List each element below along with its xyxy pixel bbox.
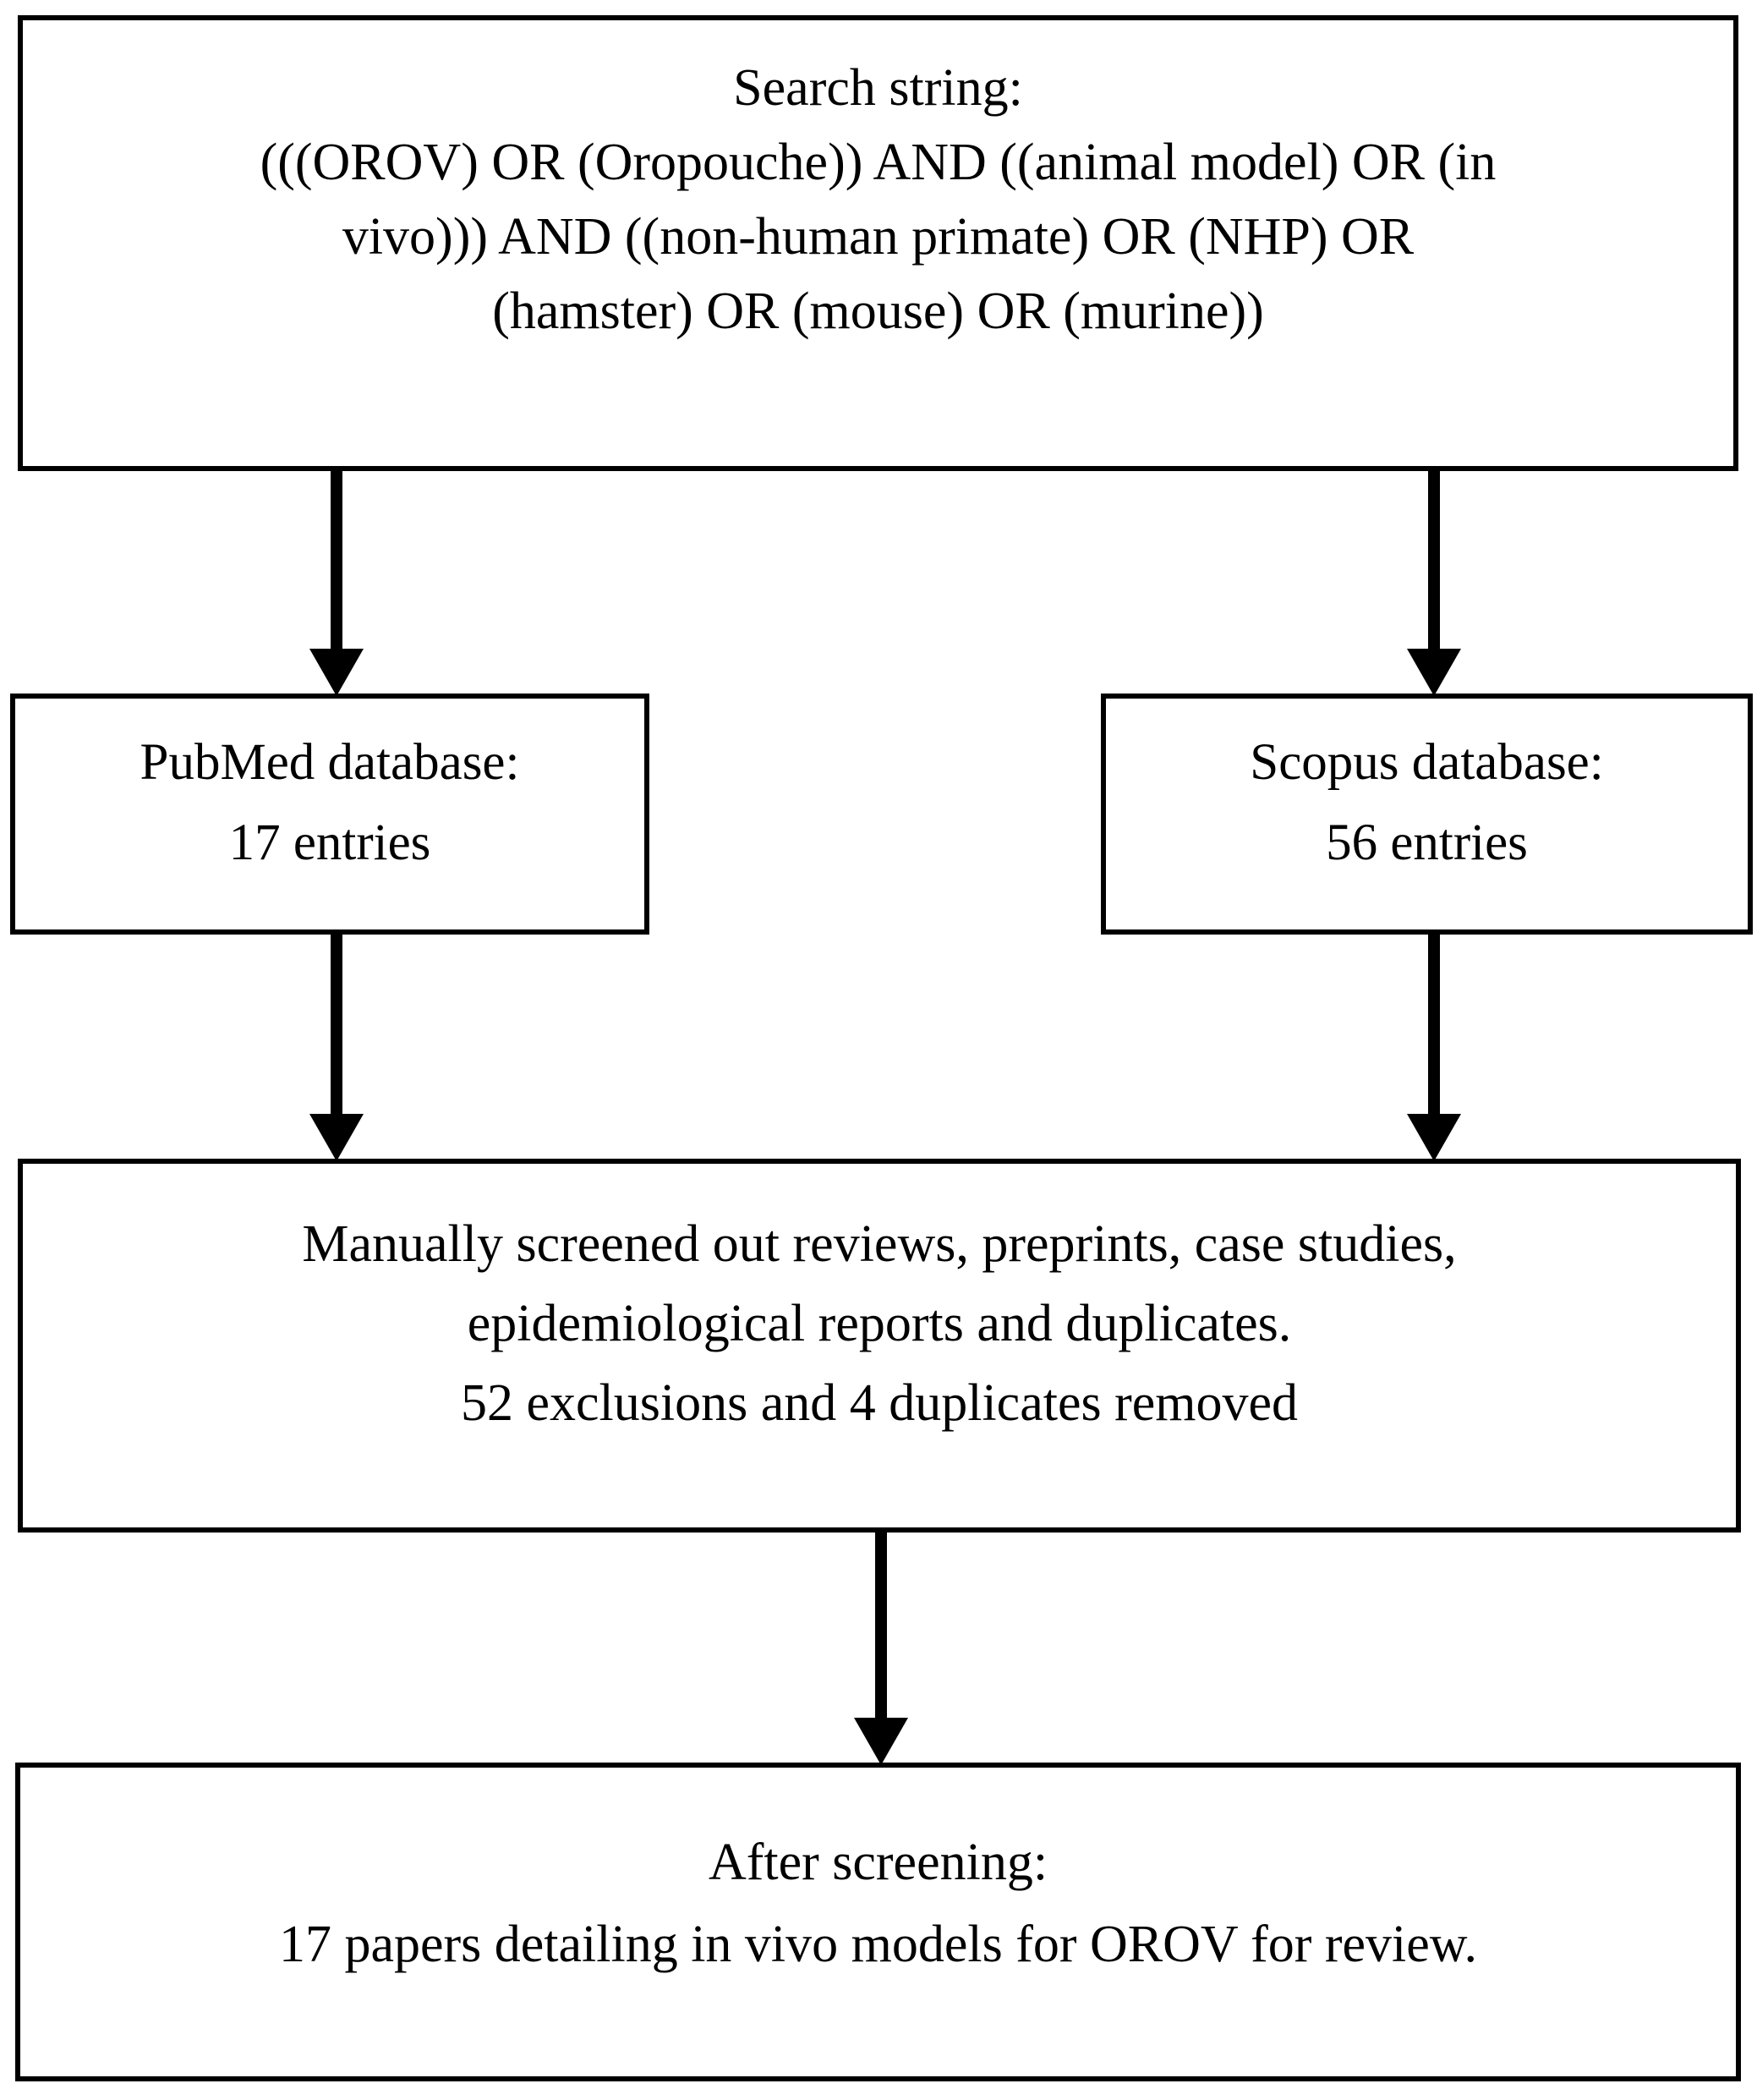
arrow-scopus-to-screening [1400, 935, 1468, 1161]
scopus-entry-count: 56 entries [1326, 814, 1528, 871]
arrow-pubmed-to-screening [303, 935, 370, 1161]
arrow-shaft [331, 935, 342, 1116]
search-string-box: Search string: (((OROV) OR (Oropouche)) … [18, 15, 1738, 471]
search-string-line-3: vivo))) AND ((non-human primate) OR (NHP… [342, 208, 1415, 266]
arrow-shaft [1428, 935, 1440, 1116]
search-string-line-4: (hamster) OR (mouse) OR (murine)) [492, 282, 1264, 341]
pubmed-label: PubMed database: [140, 733, 520, 791]
screening-exclusions-line: 52 exclusions and 4 duplicates removed [460, 1374, 1299, 1433]
scopus-label: Scopus database: [1250, 733, 1604, 791]
arrow-search-to-scopus [1400, 471, 1468, 696]
search-string-line-2: (((OROV) OR (Oropouche)) AND ((animal mo… [260, 134, 1497, 192]
result-papers-line: 17 papers detailing in vivo models for O… [278, 1915, 1478, 1973]
after-screening-box: After screening: 17 papers detailing in … [15, 1763, 1741, 2081]
arrow-head-icon [309, 1114, 364, 1161]
arrow-shaft [1428, 471, 1440, 650]
arrow-head-icon [854, 1718, 908, 1765]
screening-line-1: Manually screened out reviews, preprints… [302, 1215, 1457, 1273]
arrow-shaft [875, 1533, 887, 1719]
pubmed-entry-count: 17 entries [228, 814, 431, 871]
result-heading: After screening: [708, 1834, 1048, 1892]
pubmed-database-box: PubMed database: 17 entries [10, 694, 649, 935]
manual-screening-box: Manually screened out reviews, preprints… [18, 1159, 1741, 1533]
search-string-line-1: Search string: [733, 59, 1023, 117]
arrow-search-to-pubmed [303, 471, 370, 696]
arrow-shaft [331, 471, 342, 650]
arrow-head-icon [1407, 649, 1461, 696]
screening-line-2: epidemiological reports and duplicates. [467, 1295, 1292, 1353]
arrow-head-icon [309, 649, 364, 696]
scopus-database-box: Scopus database: 56 entries [1101, 694, 1753, 935]
arrow-screening-to-result [847, 1533, 915, 1765]
arrow-head-icon [1407, 1114, 1461, 1161]
